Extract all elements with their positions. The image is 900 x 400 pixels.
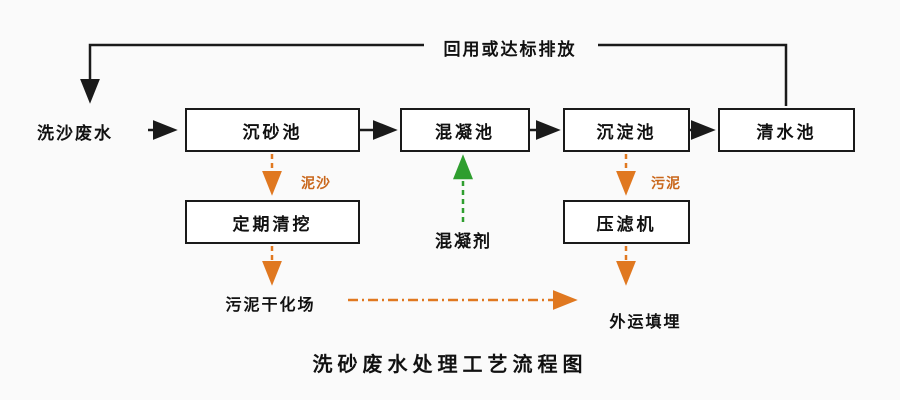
input-stream-label: 洗沙废水 <box>37 124 113 143</box>
node-filter-press-label: 压滤机 <box>596 214 657 234</box>
node-periodic-dredging: 定期清挖 <box>185 200 360 244</box>
node-filter-press: 压滤机 <box>563 200 690 244</box>
node-grit-chamber-label: 沉砂池 <box>242 122 303 142</box>
node-coagulation-tank: 混凝池 <box>400 108 530 152</box>
node-sedimentation-tank: 沉淀池 <box>563 108 690 152</box>
node-sedimentation-tank-label: 沉淀池 <box>596 122 657 142</box>
node-periodic-dredging-label: 定期清挖 <box>232 214 313 234</box>
return-line-left <box>80 43 424 104</box>
landfill-label: 外运填埋 <box>609 314 682 331</box>
node-grit-chamber: 沉砂池 <box>185 108 360 152</box>
node-clear-water-tank-label: 清水池 <box>756 122 817 142</box>
node-clear-water-tank: 清水池 <box>718 108 855 152</box>
sediment-stream-label: 泥沙 <box>301 175 331 191</box>
sludge-stream-label: 污泥 <box>651 175 681 191</box>
sludge-drying-field-label: 污泥干化场 <box>225 297 316 314</box>
coagulant-label: 混凝剂 <box>435 232 492 251</box>
return-discharge-label: 回用或达标排放 <box>443 40 577 59</box>
diagram-title: 洗砂废水处理工艺流程图 <box>312 354 588 376</box>
return-line-right <box>598 43 788 106</box>
node-coagulation-tank-label: 混凝池 <box>435 122 495 142</box>
